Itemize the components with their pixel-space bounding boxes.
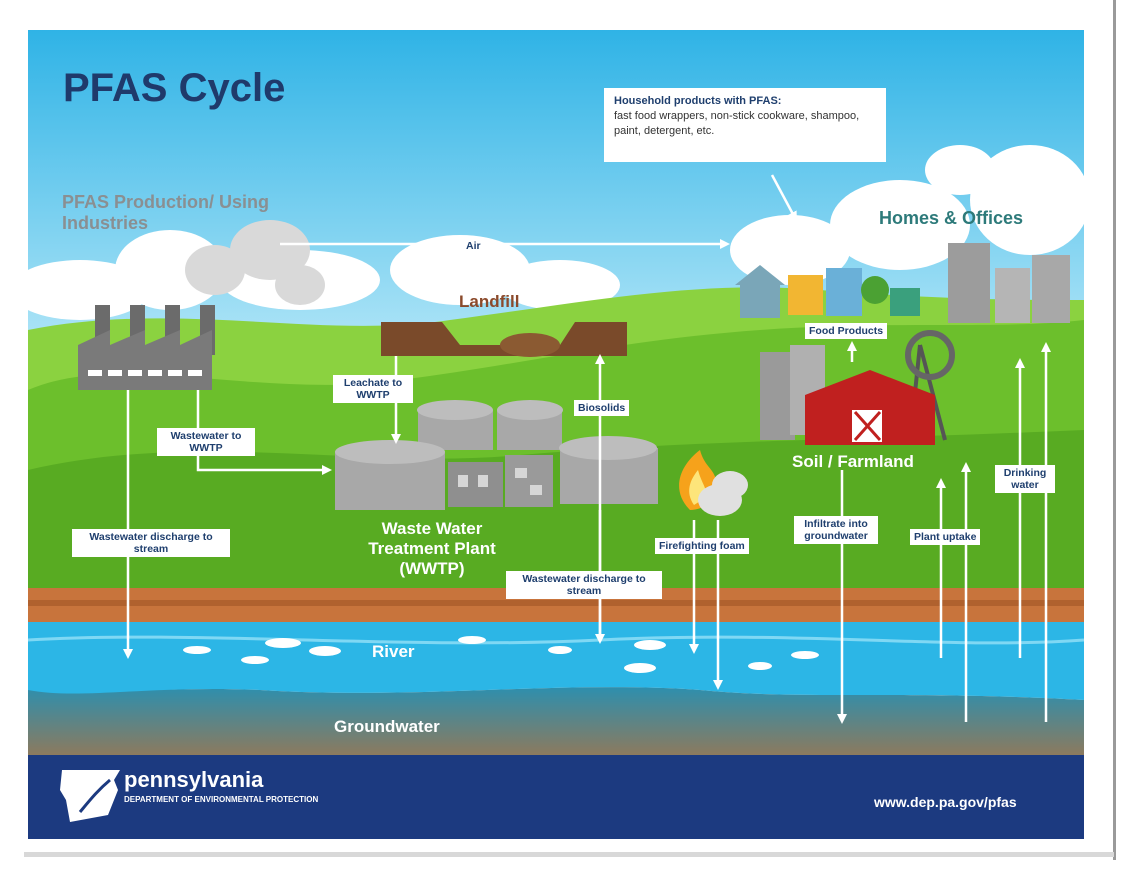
factory (78, 220, 325, 390)
soil-farmland-label: Soil / Farmland (792, 452, 914, 471)
front-hills (28, 430, 1084, 600)
dep-wordmark: DEPARTMENT OF ENVIRONMENTAL PROTECTION (124, 795, 319, 804)
groundwater-label: Groundwater (334, 717, 440, 736)
landfill-label: Landfill (459, 292, 520, 311)
infiltrate-groundwater-label: Infiltrate into groundwater (794, 516, 878, 544)
plant-uptake-label: Plant uptake (910, 529, 981, 545)
wwtp-label: Waste Water Treatment Plant (WWTP) (368, 519, 496, 578)
fire-smoke (679, 450, 748, 516)
pa-keystone-logo (60, 770, 120, 822)
firefighting-foam-label: Firefighting foam (655, 538, 749, 554)
wwtp-facility (335, 400, 658, 510)
clouds (10, 145, 1090, 320)
soil-stripe (28, 600, 1084, 606)
household-text: fast food wrappers, non-stick cookware, … (614, 110, 860, 137)
household-products-box: Household products with PFAS: fast food … (604, 88, 886, 162)
footer-bar (28, 755, 1084, 839)
landfill-pit (381, 322, 627, 357)
discharge-left-label: Wastewater discharge to stream (72, 529, 230, 557)
card-shadow (24, 852, 1114, 857)
homes-offices-label: Homes & Offices (879, 208, 1024, 228)
food-products-label: Food Products (805, 323, 888, 339)
homes-offices (735, 243, 1070, 323)
leachate-flow-label: Leachate to WWTP (333, 375, 413, 403)
pennsylvania-wordmark: pennsylvania (124, 767, 264, 792)
discharge-wwtp-label: Wastewater discharge to stream (506, 571, 662, 599)
groundwater-layer (28, 687, 1084, 755)
biosolids-flow-label: Biosolids (574, 400, 630, 416)
air-flow-label: Air (462, 238, 485, 254)
fish (183, 636, 819, 673)
river-label: River (372, 642, 415, 661)
drinking-water-label: Drinking water (995, 465, 1055, 493)
farm (760, 330, 955, 445)
wastewater-to-wwtp-label: Wastewater to WWTP (157, 428, 255, 456)
footer-url: www.dep.pa.gov/pfas (874, 794, 1017, 810)
industries-label: PFAS Production/ Using Industries (62, 192, 270, 233)
page-title: PFAS Cycle (63, 66, 286, 110)
household-heading: Household products with PFAS: (614, 95, 782, 107)
card-edge (1113, 0, 1116, 860)
